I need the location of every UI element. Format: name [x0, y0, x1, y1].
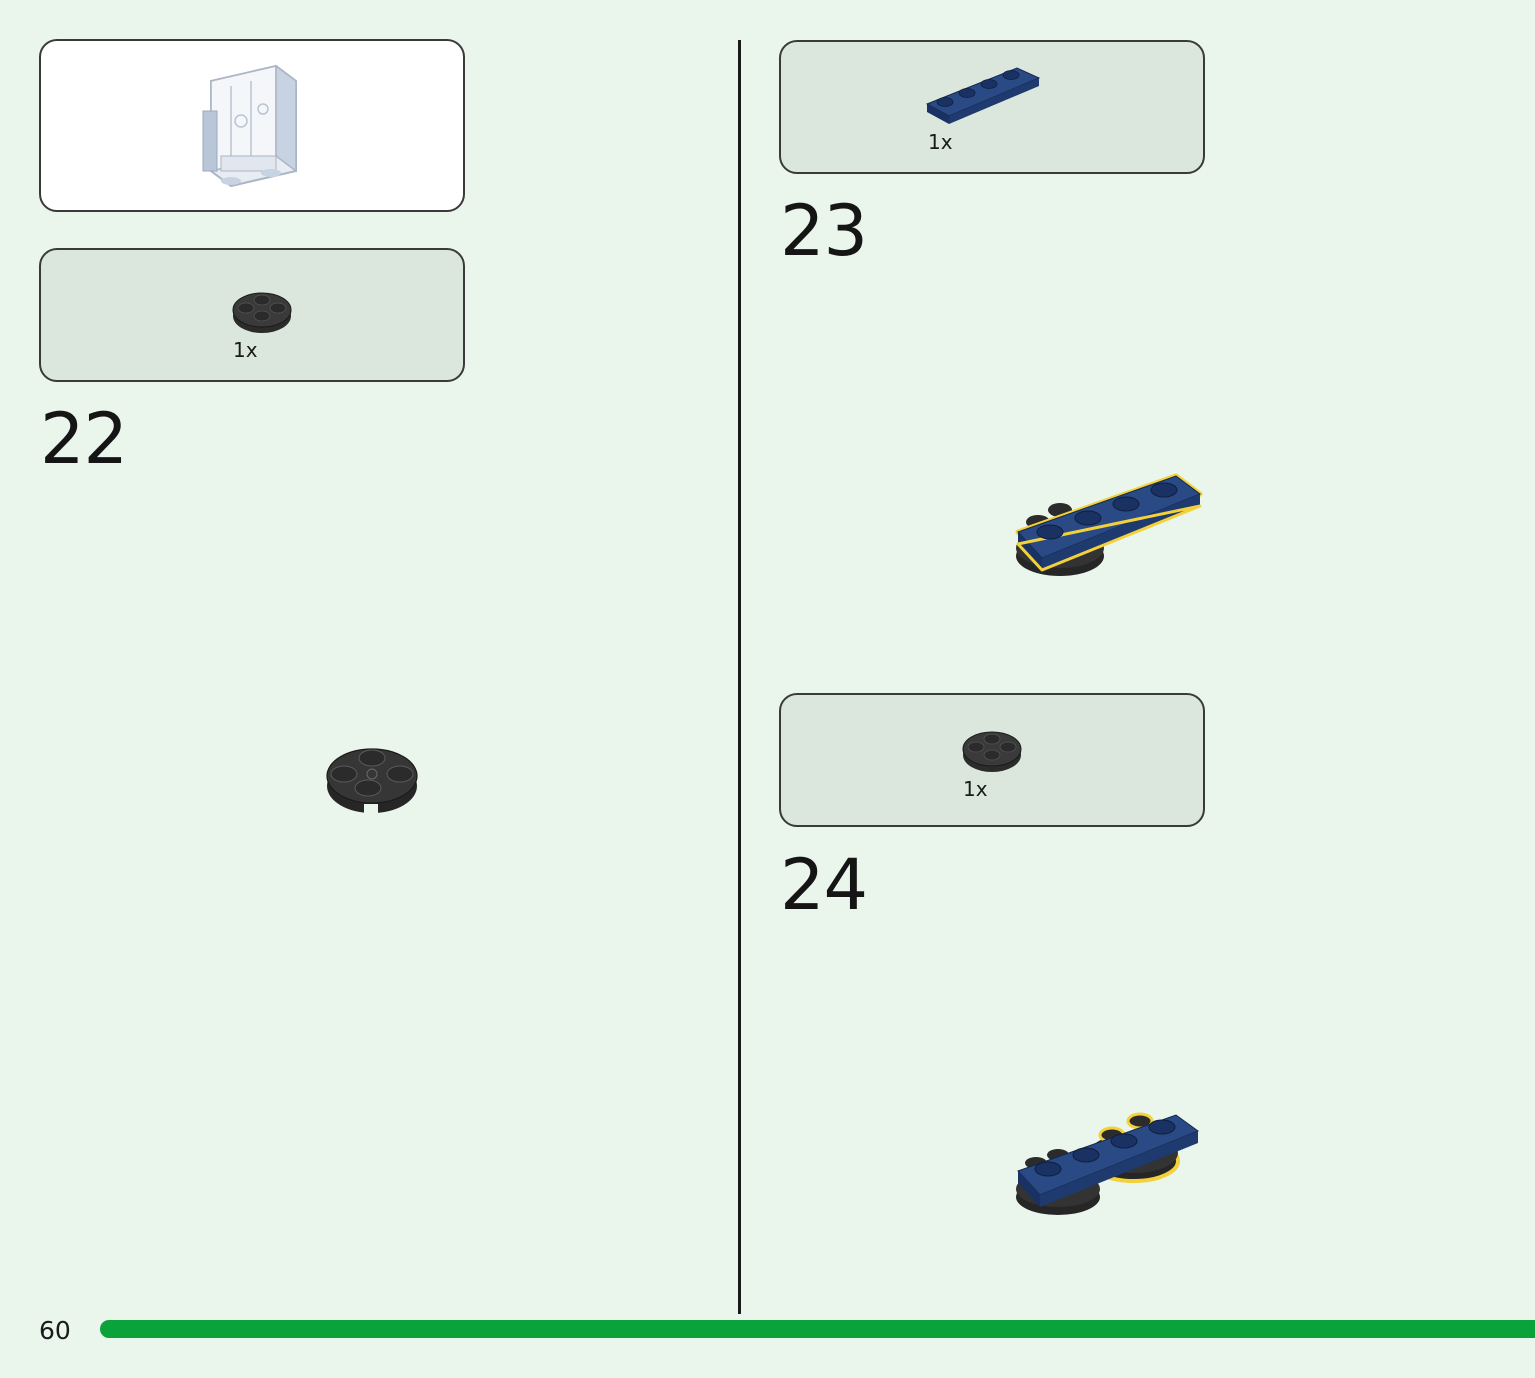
step-number: 23 — [780, 190, 868, 272]
round-plate-2x2-black-icon — [962, 731, 1022, 772]
part-quantity: 1x — [928, 130, 953, 154]
step-24-assembly-icon — [1016, 1112, 1200, 1215]
column-divider — [738, 40, 741, 1314]
step-23-parts-box: 1x — [779, 40, 1205, 174]
page-number: 60 — [39, 1316, 71, 1345]
plate-1x4-dark-blue-icon — [925, 67, 1041, 124]
step-22-parts-box: 1x — [39, 248, 465, 382]
step-24-parts-box: 1x — [779, 693, 1205, 827]
part-quantity: 1x — [963, 777, 988, 801]
step-number: 24 — [780, 844, 868, 926]
progress-bar — [100, 1320, 1535, 1338]
submodel-preview-icon — [202, 64, 297, 188]
submodel-overview-box — [39, 39, 465, 212]
round-plate-2x2-black-icon — [232, 292, 292, 333]
step-22-assembly-icon — [326, 748, 418, 816]
step-number: 22 — [40, 398, 128, 480]
part-quantity: 1x — [233, 338, 258, 362]
step-23-assembly-icon — [1015, 473, 1203, 576]
